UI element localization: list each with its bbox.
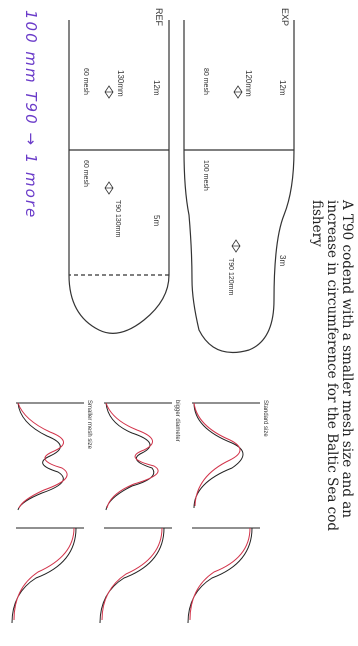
title-line-3: fishery: [309, 200, 325, 247]
exp-mesh-c: 100 mesh: [202, 160, 209, 191]
exp-side-label: EXP: [280, 8, 290, 26]
curve-red: [193, 402, 241, 507]
graph-row-label-3: Smaller mesh size: [86, 400, 92, 450]
exp-mesh-icon: [231, 85, 243, 253]
curve-black: [193, 402, 244, 509]
ref-length-b: 5m: [152, 215, 161, 226]
ref-net-outline: [68, 20, 170, 334]
graph-row-3-left: [16, 402, 84, 511]
curve-black: [17, 402, 64, 511]
curve-red: [189, 527, 251, 621]
exp-net-outline: [183, 20, 295, 354]
graph-row-label-1: Standard size: [262, 400, 268, 437]
graph-row-2-left: [104, 402, 172, 511]
exp-mesh-a: 120mm: [244, 70, 253, 97]
ref-net: [68, 20, 170, 334]
curve-red: [105, 402, 159, 509]
ref-mesh-a: 130mm: [116, 70, 125, 97]
title-line-2: increase in circumference for the Baltic…: [324, 200, 340, 531]
ref-length-a: 12m: [152, 80, 161, 96]
exp-length-c: 3m: [278, 255, 287, 266]
ref-mesh-b: 60 mesh: [82, 68, 89, 95]
ref-mesh-icon: [104, 85, 114, 195]
title-line-1: A T90 codend with a smaller mesh size an…: [339, 200, 355, 518]
ref-side-label: REF: [154, 8, 164, 27]
handwritten-note: 100 mm T90 → 1 more: [22, 10, 40, 220]
graph-row-1-right: [187, 527, 260, 624]
graph-row-label-2: bigger diameter: [174, 400, 180, 442]
ref-mesh-c: 60 mesh: [82, 160, 89, 187]
curve-black: [187, 527, 253, 624]
graph-row-1-left: [192, 402, 260, 509]
ref-mesh-d: T90 130mm: [114, 200, 121, 238]
curve-red: [13, 527, 75, 621]
codend-diagram: EXP 12m 3m 120mm 80 mesh 100 mesh T90 12…: [68, 8, 295, 354]
graph-row-3-right: [11, 527, 84, 624]
slide-title: A T90 codend with a smaller mesh size an…: [309, 200, 355, 640]
exp-net: [183, 20, 295, 354]
selectivity-graphs: Standard size bigger diameter Smaller me…: [11, 400, 268, 624]
exp-length-a: 12m: [278, 80, 287, 96]
curve-black: [105, 402, 155, 511]
curve-red: [17, 402, 68, 509]
exp-mesh-b: 80 mesh: [202, 68, 209, 95]
curve-red: [101, 527, 163, 621]
curve-black: [99, 527, 165, 624]
graph-row-2-right: [99, 527, 172, 624]
exp-mesh-d: T90 120mm: [227, 258, 234, 296]
curve-black: [11, 527, 77, 624]
